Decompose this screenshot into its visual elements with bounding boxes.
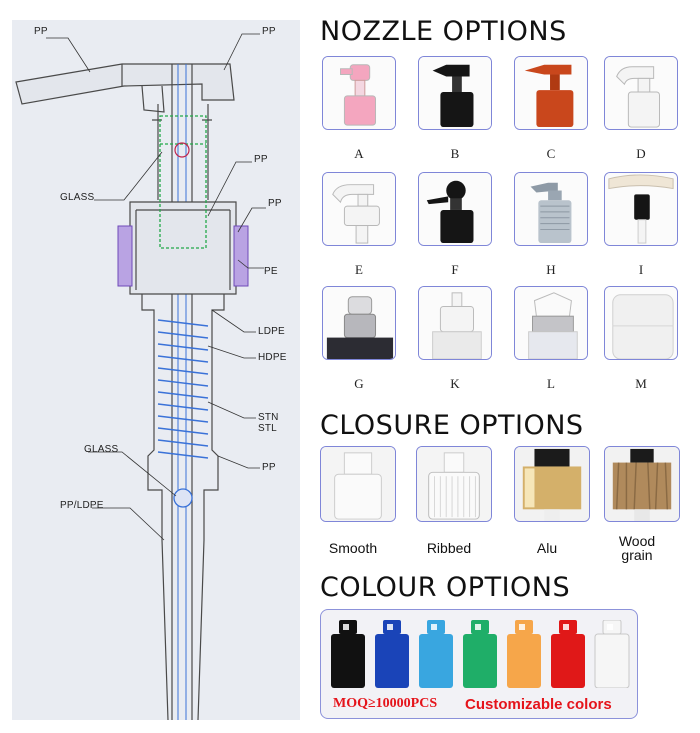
sprayer-cap-icon xyxy=(331,620,365,688)
closure-option-label-line2: grain xyxy=(621,547,653,563)
label-pp: PP xyxy=(262,462,276,473)
pump-icon xyxy=(419,57,491,129)
colour-swatch xyxy=(373,620,411,688)
pump-icon xyxy=(323,287,395,359)
closure-option-tile xyxy=(604,446,680,522)
colour-options-panel: MOQ≥10000PCS Customizable colors xyxy=(320,609,638,719)
pump-icon xyxy=(605,173,677,245)
closure-option-label: Alu xyxy=(536,540,558,556)
nozzle-option-label: D xyxy=(636,146,646,161)
nozzle-option-tile xyxy=(514,56,588,130)
nozzle-option-tile xyxy=(418,172,492,246)
closure-options-title: CLOSURE OPTIONS xyxy=(320,410,584,441)
colour-swatch xyxy=(505,620,543,688)
nozzle-option-label: H xyxy=(546,262,556,277)
nozzle-option-label: I xyxy=(638,262,644,277)
pump-icon xyxy=(323,57,395,129)
nozzle-option-label: A xyxy=(354,146,364,161)
sprayer-cap-icon xyxy=(463,620,497,688)
nozzle-option-tile xyxy=(604,172,678,246)
nozzle-option-tile xyxy=(514,286,588,360)
nozzle-option-label: L xyxy=(547,376,555,391)
closure-icon xyxy=(417,447,491,521)
pump-icon xyxy=(323,173,395,245)
pump-icon xyxy=(515,287,587,359)
nozzle-option-tile xyxy=(514,172,588,246)
nozzle-option-tile xyxy=(322,172,396,246)
colour-swatch xyxy=(417,620,455,688)
label-hdpe: HDPE xyxy=(258,352,287,363)
closure-icon xyxy=(515,447,589,521)
closure-option-label: Wood xyxy=(618,533,656,549)
closure-option-label: Smooth xyxy=(328,540,378,556)
closure-option-label: Ribbed xyxy=(426,540,472,556)
sprayer-cap-icon xyxy=(594,620,630,688)
closure-icon xyxy=(321,447,395,521)
nozzle-option-tile xyxy=(604,56,678,130)
closure-icon xyxy=(605,447,679,521)
colour-swatch xyxy=(549,620,587,688)
nozzle-option-label: C xyxy=(546,146,556,161)
colour-swatch xyxy=(329,620,367,688)
pump-icon xyxy=(515,173,587,245)
colour-swatch xyxy=(593,620,631,688)
closure-option-tile xyxy=(416,446,492,522)
nozzle-option-tile xyxy=(418,286,492,360)
label-pp: PP xyxy=(34,26,48,37)
customizable-colors-text: Customizable colors xyxy=(465,696,612,713)
nozzle-option-label: M xyxy=(635,376,647,391)
label-pe: PE xyxy=(264,266,278,277)
pump-cross-section-diagram: PP PP GLASS PP PP PE LDPE HDPE STN STL G… xyxy=(12,20,300,720)
sprayer-cap-icon xyxy=(507,620,541,688)
moq-text: MOQ≥10000PCS xyxy=(333,696,438,711)
label-glass: GLASS xyxy=(84,444,119,455)
nozzle-option-label: B xyxy=(450,146,460,161)
colour-swatch xyxy=(461,620,499,688)
colour-options-title: COLOUR OPTIONS xyxy=(320,572,571,603)
nozzle-option-tile xyxy=(322,286,396,360)
label-pp: PP xyxy=(262,26,276,37)
nozzle-option-label: K xyxy=(450,376,460,391)
label-pp-ldpe: PP/LDPE xyxy=(60,500,104,511)
nozzle-option-label: G xyxy=(354,376,364,391)
label-ldpe: LDPE xyxy=(258,326,285,337)
sprayer-cap-icon xyxy=(375,620,409,688)
diagram-drawing xyxy=(15,33,266,720)
nozzle-option-tile xyxy=(418,56,492,130)
nozzle-options-title: NOZZLE OPTIONS xyxy=(320,16,567,47)
nozzle-option-tile xyxy=(604,286,678,360)
sprayer-cap-icon xyxy=(419,620,453,688)
label-pp: PP xyxy=(254,154,268,165)
sprayer-cap-icon xyxy=(551,620,585,688)
pump-icon xyxy=(419,287,491,359)
label-glass: GLASS xyxy=(60,192,95,203)
pump-icon xyxy=(605,287,677,359)
label-stn-stl: STN STL xyxy=(258,412,279,434)
pump-icon xyxy=(515,57,587,129)
closure-option-tile xyxy=(514,446,590,522)
nozzle-option-tile xyxy=(322,56,396,130)
label-pp: PP xyxy=(268,198,282,209)
nozzle-option-label: F xyxy=(451,262,459,277)
pump-icon xyxy=(419,173,491,245)
pump-icon xyxy=(605,57,677,129)
closure-option-tile xyxy=(320,446,396,522)
nozzle-option-label: E xyxy=(355,262,363,277)
